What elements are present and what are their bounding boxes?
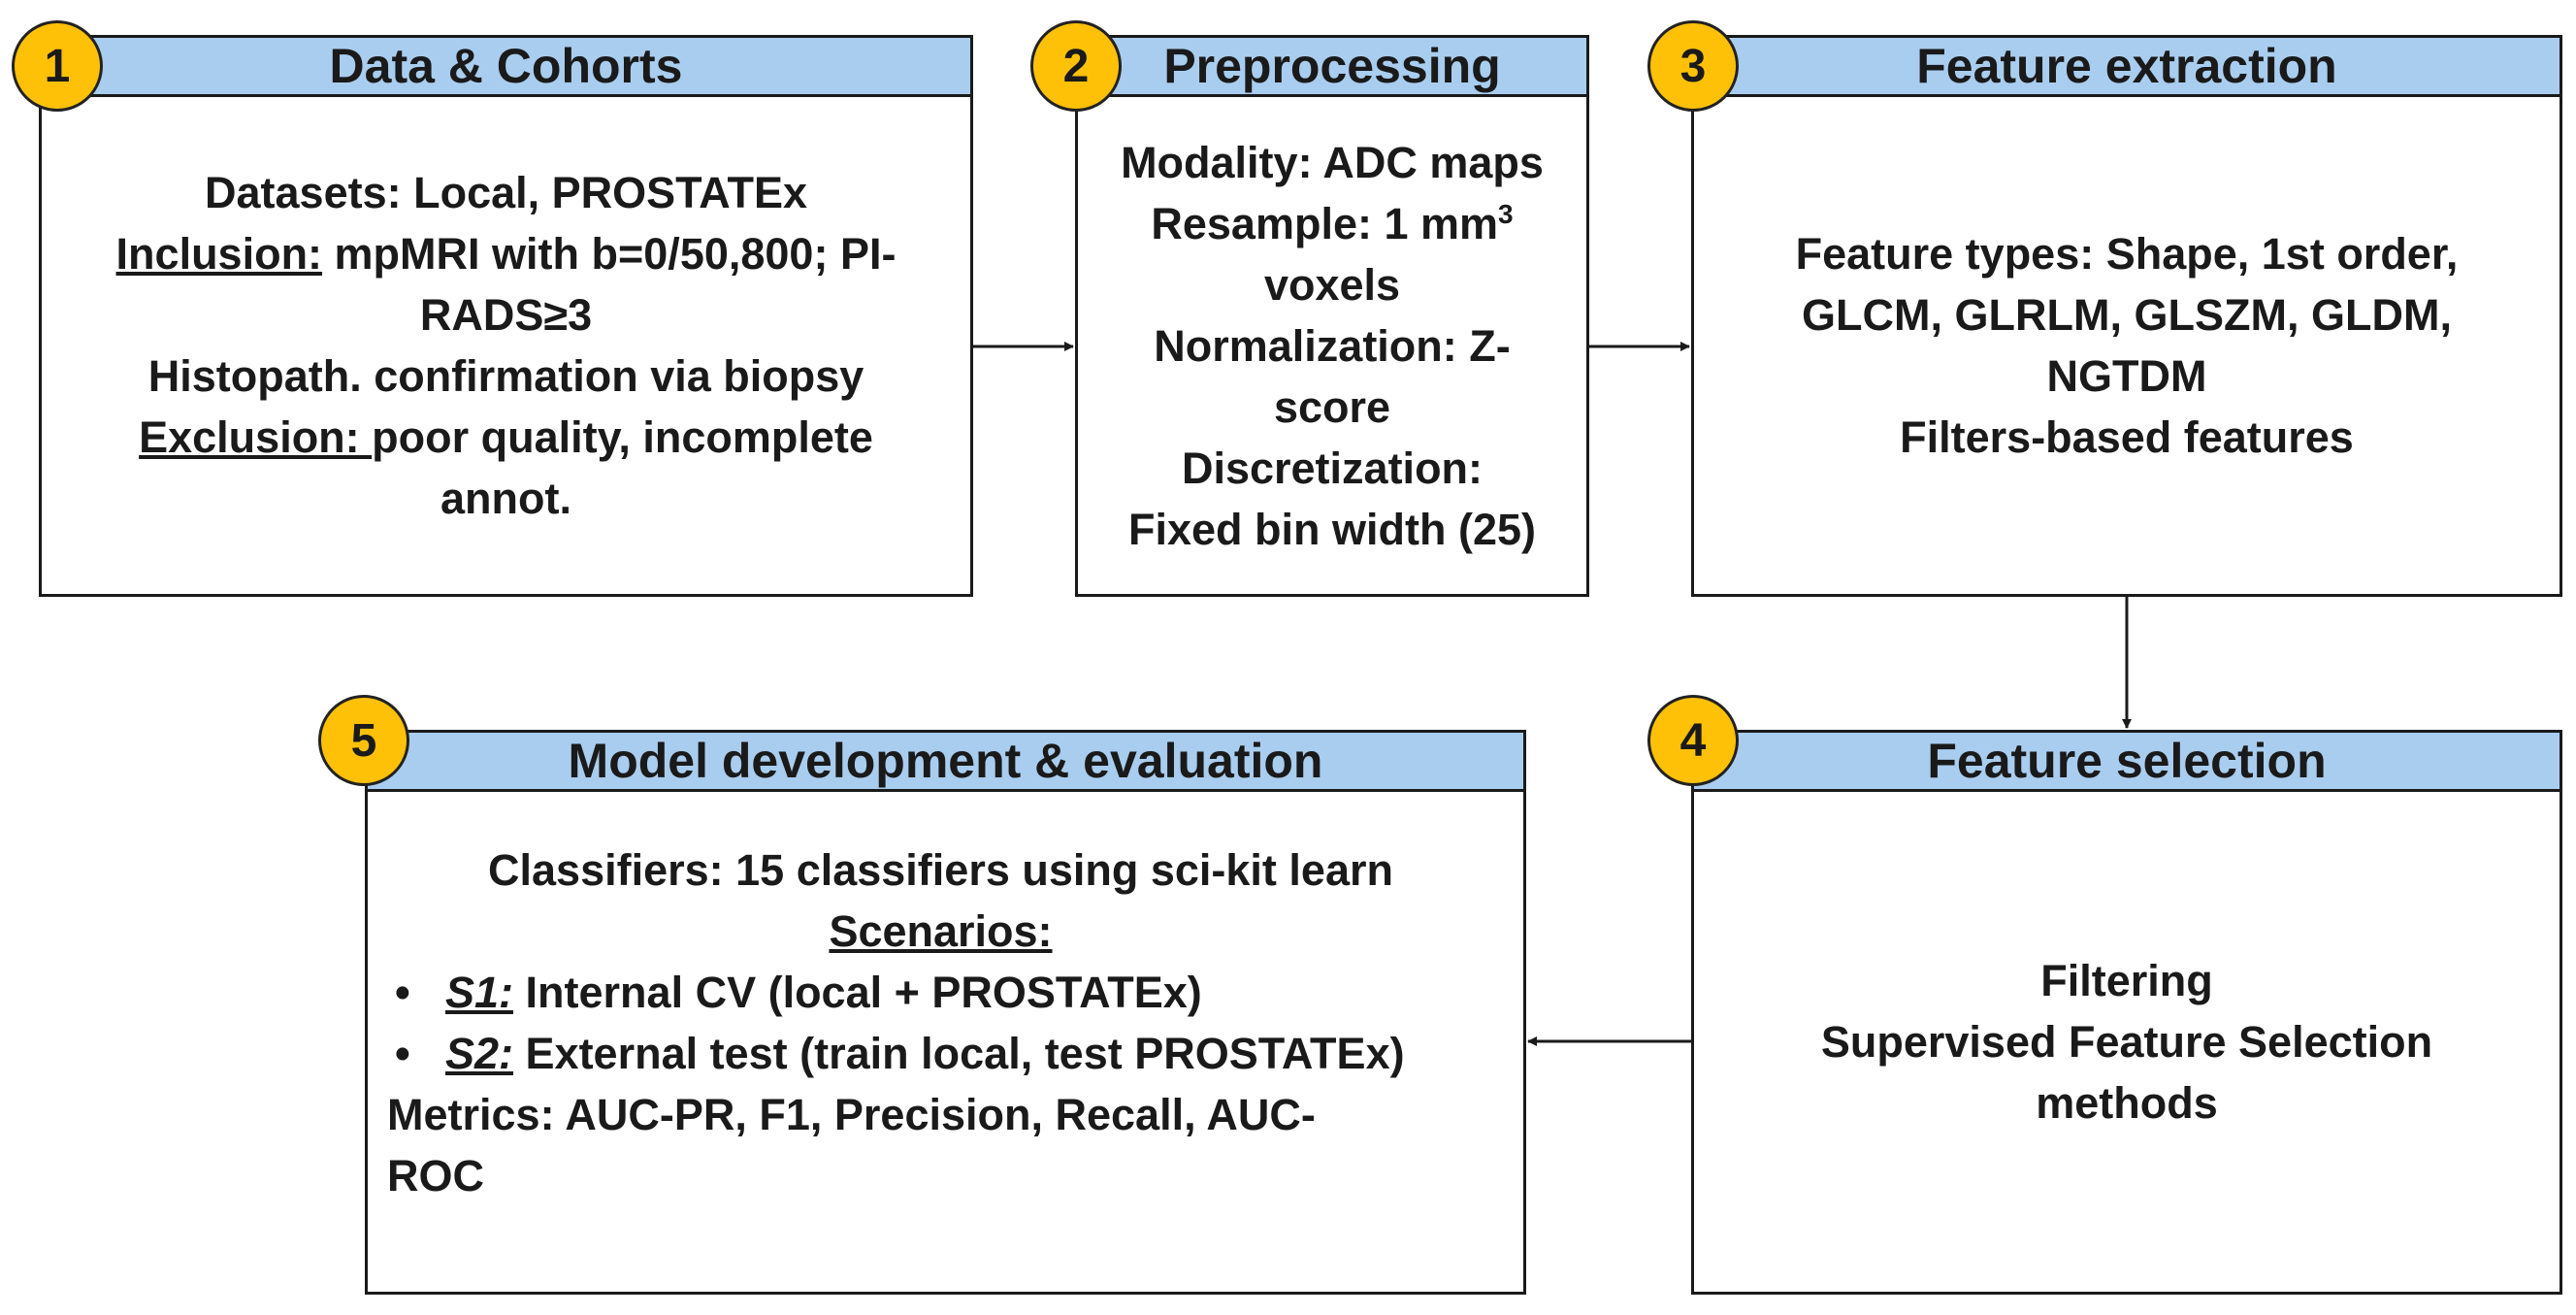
step1-inclusion-cont: RADS≥3 [419, 290, 593, 340]
step3-types: Feature types: Shape, 1st order, [1795, 229, 2459, 279]
step1-histopath: Histopath. confirmation via biopsy [147, 351, 864, 401]
step5-scenarios: Scenarios: [829, 905, 1053, 956]
step1-number: 1 [44, 40, 71, 92]
step2-resample-sup: 3 [1498, 198, 1514, 229]
step5-s2: • S2: External test (train local, test PR… [387, 1023, 1405, 1084]
step5-metrics-cont: ROC [387, 1150, 484, 1200]
step1-panel: Datasets: Local, PROSTATEx Inclusion: mp… [39, 97, 973, 597]
step1-inclusion: Inclusion: mpMRI with b=0/50,800; PI- [116, 223, 897, 284]
step5-badge: 5 [318, 695, 409, 786]
step5-header: Model development & evaluation [365, 730, 1526, 792]
step1-datasets: Datasets: Local, PROSTATEx [205, 168, 807, 217]
step2-badge: 2 [1030, 20, 1122, 112]
bullet-icon: • [395, 1028, 410, 1078]
step1-inclusion-text: mpMRI with b=0/50,800; PI- [322, 229, 897, 279]
step4-panel: Filtering Supervised Feature Selection m… [1691, 792, 2562, 1295]
step4-title: Feature selection [1927, 734, 2327, 788]
step3-filters: Filters-based features [1900, 412, 2354, 462]
step4-badge: 4 [1647, 695, 1739, 786]
step2-number: 2 [1062, 40, 1090, 92]
step2-resample-cont: voxels [1263, 259, 1401, 310]
step3-types-cont2: NGTDM [2046, 351, 2207, 401]
step3-header: Feature extraction [1691, 35, 2562, 97]
step1-exclusion-label: Exclusion: [139, 412, 373, 462]
step5-metrics: Metrics: AUC-PR, F1, Precision, Recall, … [387, 1089, 1316, 1139]
step4-filtering: Filtering [2040, 956, 2213, 1005]
step4-supervised: Supervised Feature Selection [1820, 1017, 2433, 1067]
step2-resample: Resample: 1 mm3 [1151, 193, 1513, 254]
step3-number: 3 [1679, 40, 1707, 92]
step3-panel: Feature types: Shape, 1st order, GLCM, G… [1691, 97, 2562, 597]
step2-discretization-cont: Fixed bin width (25) [1127, 504, 1536, 554]
step2-resample-text: Resample: 1 mm [1151, 198, 1499, 248]
step1-badge: 1 [12, 20, 103, 112]
step5-title: Model development & evaluation [568, 734, 1323, 788]
step2-modality: Modality: ADC maps [1121, 137, 1544, 187]
step4-header: Feature selection [1691, 730, 2562, 792]
step4-supervised-cont: methods [2036, 1078, 2218, 1128]
step5-panel: Classifiers: 15 classifiers using sci-ki… [365, 792, 1526, 1295]
step1-exclusion-cont: annot. [440, 474, 571, 523]
step3-title: Feature extraction [1916, 39, 2337, 93]
step2-normalization: Normalization: Z- [1154, 320, 1511, 371]
step1-title: Data & Cohorts [329, 39, 683, 93]
step3-types-cont: GLCM, GLRLM, GLSZM, GLDM, [1802, 290, 2452, 340]
step2-panel: Modality: ADC maps Resample: 1 mm3 voxel… [1075, 97, 1589, 597]
step5-s2-label: S2: [445, 1028, 514, 1078]
step2-title: Preprocessing [1163, 39, 1501, 93]
step3-badge: 3 [1647, 20, 1739, 112]
bullet-icon: • [395, 967, 410, 1017]
step1-inclusion-label: Inclusion: [115, 229, 323, 279]
step1-header: Data & Cohorts [39, 35, 973, 97]
step2-discretization: Discretization: [1181, 443, 1484, 493]
step5-classifiers: Classifiers: 15 classifiers using sci-ki… [488, 844, 1393, 895]
step2-normalization-cont: score [1273, 381, 1391, 432]
step5-s1-label: S1: [445, 967, 514, 1017]
step5-number: 5 [350, 714, 377, 767]
step1-exclusion-text: poor quality, incomplete [372, 412, 873, 462]
step5-s1: • S1: Internal CV (local + PROSTATEx) [387, 962, 1202, 1023]
step5-s1-text: Internal CV (local + PROSTATEx) [513, 967, 1202, 1017]
step4-number: 4 [1679, 714, 1707, 767]
step5-s2-text: External test (train local, test PROSTAT… [513, 1028, 1405, 1078]
step1-exclusion: Exclusion: poor quality, incomplete [139, 407, 873, 468]
